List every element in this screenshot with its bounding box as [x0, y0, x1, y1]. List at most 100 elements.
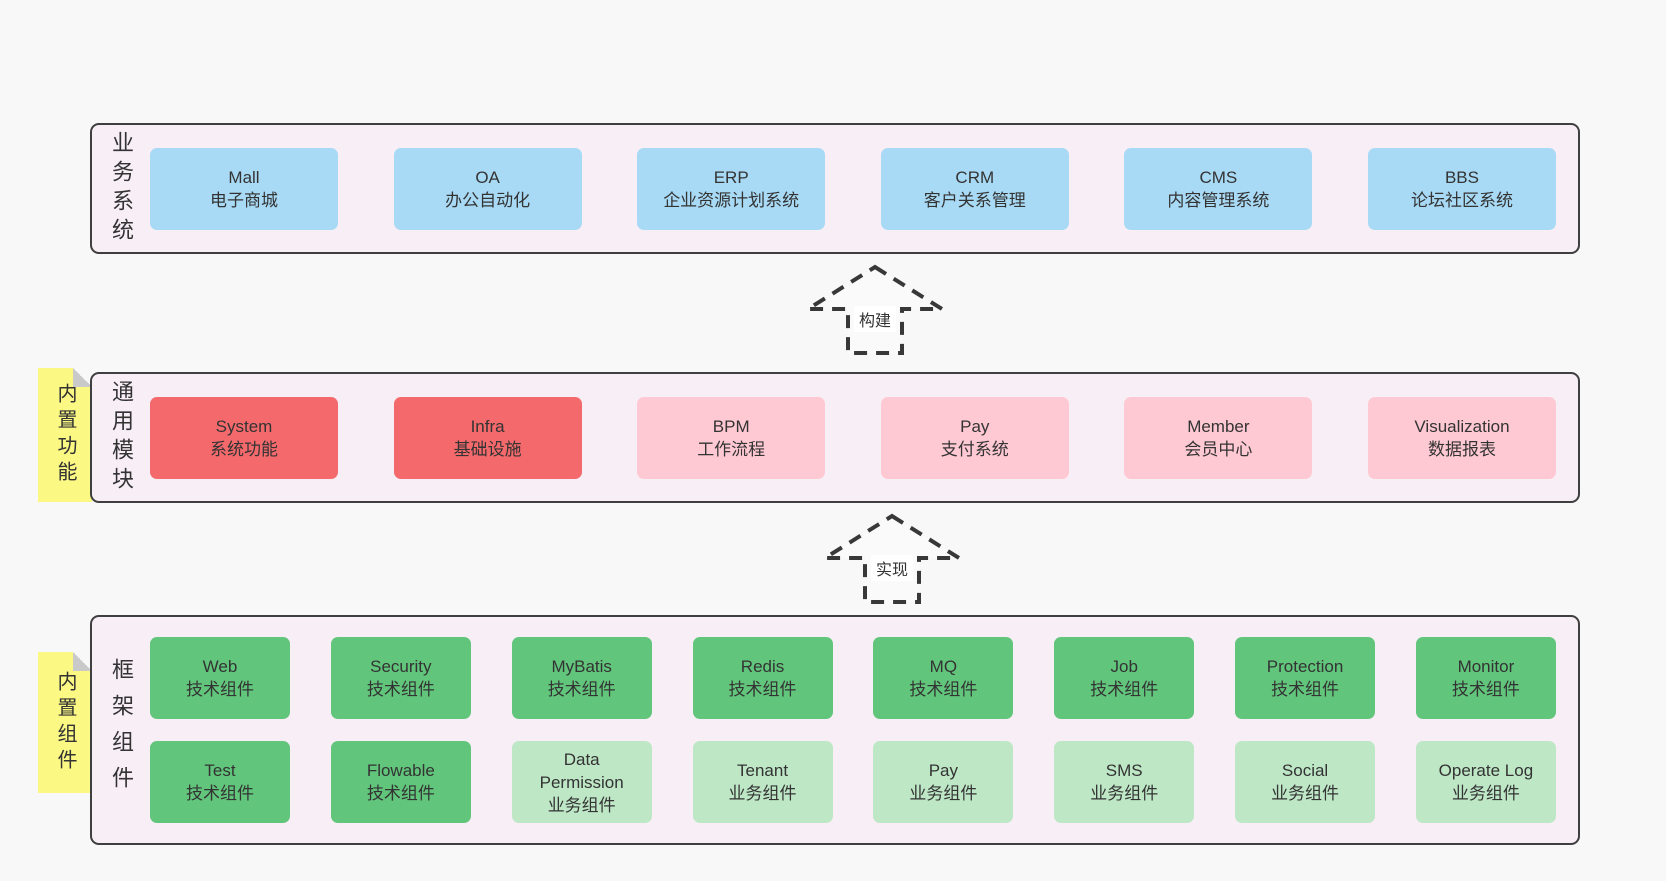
box-protection: Protection 技术组件	[1235, 637, 1376, 719]
box-subtitle: 基础设施	[453, 439, 522, 459]
box-mq: MQ 技术组件	[873, 637, 1014, 719]
box-subtitle: 业务组件	[1451, 784, 1520, 803]
common-modules-boxes: System 系统功能 Infra 基础设施 BPM 工作流程 Pay 支付系统…	[150, 374, 1578, 501]
box-subtitle: 业务组件	[909, 784, 978, 803]
box-subtitle: 业务组件	[1090, 784, 1159, 803]
box-subtitle: 技术组件	[366, 680, 435, 699]
box-title: Flowable	[366, 761, 435, 780]
sticky-fold-corner	[73, 652, 92, 671]
box-subtitle: 技术组件	[547, 680, 616, 699]
box-operate-log: Operate Log 业务组件	[1415, 741, 1556, 823]
box-title: Web	[202, 657, 238, 676]
box-monitor: Monitor 技术组件	[1415, 637, 1556, 719]
box-crm: CRM 客户关系管理	[880, 147, 1069, 230]
box-subtitle: 论坛社区系统	[1410, 190, 1513, 210]
box-title: CRM	[955, 167, 995, 187]
box-pay: Pay 支付系统	[880, 396, 1069, 479]
sticky-note-builtin-components: 内置组件	[38, 652, 92, 793]
box-title: Infra	[470, 416, 505, 436]
box-mall: Mall 电子商城	[150, 147, 338, 230]
box-flowable: Flowable 技术组件	[330, 741, 471, 823]
box-subtitle: 技术组件	[1271, 680, 1340, 699]
box-pay-component: Pay 业务组件	[873, 741, 1014, 823]
box-subtitle: 办公自动化	[445, 190, 531, 210]
band-common-modules: 通用模块 System 系统功能 Infra 基础设施 BPM 工作流程 Pay…	[90, 372, 1580, 503]
box-title: Member	[1187, 416, 1250, 436]
arrow-implement: 实现	[822, 513, 962, 605]
band-label-column: 框架组件	[92, 617, 150, 843]
box-subtitle: 业务组件	[728, 784, 797, 803]
box-title: Visualization	[1414, 416, 1510, 436]
box-subtitle: 客户关系管理	[923, 190, 1026, 210]
box-title: Operate Log	[1438, 761, 1534, 780]
box-title: MyBatis	[551, 657, 612, 676]
box-oa: OA 办公自动化	[393, 147, 582, 230]
box-subtitle: 技术组件	[1090, 680, 1159, 699]
box-infra: Infra 基础设施	[393, 396, 582, 479]
band-business-systems: 业务系统 Mall 电子商城 OA 办公自动化 ERP 企业资源计划系统 CRM…	[90, 123, 1580, 254]
sticky-builtin-components-label: 内置组件	[54, 670, 76, 775]
arrow-implement-label: 实现	[870, 555, 914, 581]
box-subtitle: 企业资源计划系统	[663, 190, 800, 210]
band-business-systems-label: 业务系统	[109, 130, 134, 247]
box-web: Web 技术组件	[150, 637, 290, 719]
box-title: BPM	[712, 416, 750, 436]
band-label-column: 业务系统	[92, 125, 150, 252]
box-subtitle: 业务组件	[1271, 784, 1340, 803]
box-subtitle: 技术组件	[1451, 680, 1520, 699]
box-data-permission: Data Permission 业务组件	[511, 741, 652, 823]
box-title: Pay	[960, 416, 990, 436]
box-redis: Redis 技术组件	[692, 637, 833, 719]
box-tenant: Tenant 业务组件	[692, 741, 833, 823]
box-title: Social	[1281, 761, 1329, 780]
box-title: System	[215, 416, 273, 436]
box-subtitle: 业务组件	[547, 795, 616, 815]
box-subtitle: 系统功能	[210, 439, 278, 459]
box-subtitle: 电子商城	[210, 190, 278, 210]
box-member: Member 会员中心	[1124, 396, 1313, 479]
box-bbs: BBS 论坛社区系统	[1367, 147, 1556, 230]
box-title: ERP	[713, 167, 749, 187]
box-security: Security 技术组件	[330, 637, 471, 719]
box-subtitle: 技术组件	[909, 680, 978, 699]
box-title: Security	[370, 657, 432, 676]
framework-components-grid: Web 技术组件 Security 技术组件 MyBatis 技术组件 Redi…	[150, 617, 1578, 843]
box-bpm: BPM 工作流程	[637, 396, 826, 479]
box-title: Monitor	[1457, 657, 1515, 676]
box-subtitle: 技术组件	[728, 680, 797, 699]
box-subtitle: 技术组件	[186, 784, 254, 803]
box-title: Test	[204, 761, 236, 780]
box-subtitle: 技术组件	[366, 784, 435, 803]
box-subtitle: 会员中心	[1184, 439, 1253, 459]
band-common-modules-label: 通用模块	[109, 379, 134, 496]
business-systems-boxes: Mall 电子商城 OA 办公自动化 ERP 企业资源计划系统 CRM 客户关系…	[150, 125, 1578, 252]
box-title: CMS	[1199, 167, 1238, 187]
box-title: Data Permission	[539, 749, 624, 792]
framework-components-row-2: Test 技术组件 Flowable 技术组件 Data Permission …	[150, 741, 1556, 823]
arrow-build: 构建	[805, 264, 945, 356]
box-visualization: Visualization 数据报表	[1367, 396, 1556, 479]
box-sms: SMS 业务组件	[1054, 741, 1195, 823]
box-subtitle: 数据报表	[1427, 439, 1496, 459]
framework-components-row-1: Web 技术组件 Security 技术组件 MyBatis 技术组件 Redi…	[150, 637, 1556, 719]
box-subtitle: 技术组件	[186, 680, 254, 699]
box-title: Protection	[1266, 657, 1344, 676]
box-job: Job 技术组件	[1054, 637, 1195, 719]
sticky-note-builtin-features: 内置功能	[38, 368, 92, 502]
box-title: Mall	[228, 167, 260, 187]
box-title: BBS	[1444, 167, 1479, 187]
band-framework-components: 框架组件 Web 技术组件 Security 技术组件 MyBatis 技术组件…	[90, 615, 1580, 845]
box-erp: ERP 企业资源计划系统	[637, 147, 826, 230]
band-label-column: 通用模块	[92, 374, 150, 501]
box-title: OA	[475, 167, 500, 187]
sticky-fold-corner	[73, 368, 92, 387]
box-title: Job	[1110, 657, 1138, 676]
sticky-builtin-features-label: 内置功能	[54, 383, 76, 487]
box-title: Tenant	[737, 761, 789, 780]
box-system: System 系统功能	[150, 396, 338, 479]
box-subtitle: 内容管理系统	[1167, 190, 1270, 210]
box-title: SMS	[1105, 761, 1143, 780]
box-mybatis: MyBatis 技术组件	[511, 637, 652, 719]
box-title: MQ	[929, 657, 958, 676]
